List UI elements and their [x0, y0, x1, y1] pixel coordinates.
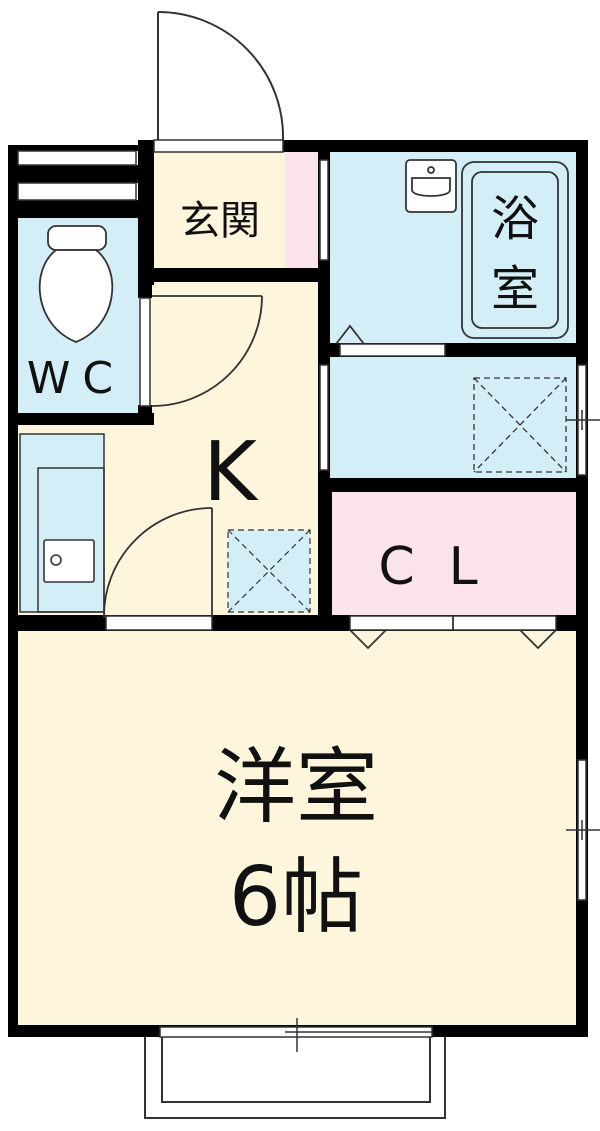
fridge-space — [227, 529, 311, 613]
western-room-floor — [12, 628, 586, 1030]
balcony — [144, 1037, 446, 1119]
western-room-label: 洋室 — [214, 740, 378, 835]
bath-label-2: 室 — [491, 261, 539, 317]
entrance-door — [157, 11, 285, 141]
washroom-floor — [328, 355, 578, 480]
toilet-icon — [38, 225, 114, 343]
genkan-label: 玄関 — [180, 198, 260, 244]
kitchen-sink-icon — [43, 539, 95, 583]
kitchen-label: K — [203, 425, 259, 520]
genkan-step — [285, 150, 320, 282]
walls — [8, 140, 588, 1037]
closet-label: CL — [378, 537, 511, 597]
bath-sink-icon — [405, 159, 457, 213]
counter-inner — [37, 467, 105, 613]
kitchen-counter — [19, 433, 105, 613]
wc-label: WC — [27, 353, 125, 404]
western-room-size-label: 6帖 — [229, 850, 363, 945]
washer-space-icon — [473, 377, 567, 473]
bath-label-1: 浴 — [491, 191, 539, 247]
window-marks — [285, 410, 600, 1052]
closet-floor — [328, 490, 578, 620]
door-swings — [103, 295, 557, 650]
genkan-floor — [150, 150, 285, 282]
bathtub-icon — [461, 161, 569, 339]
